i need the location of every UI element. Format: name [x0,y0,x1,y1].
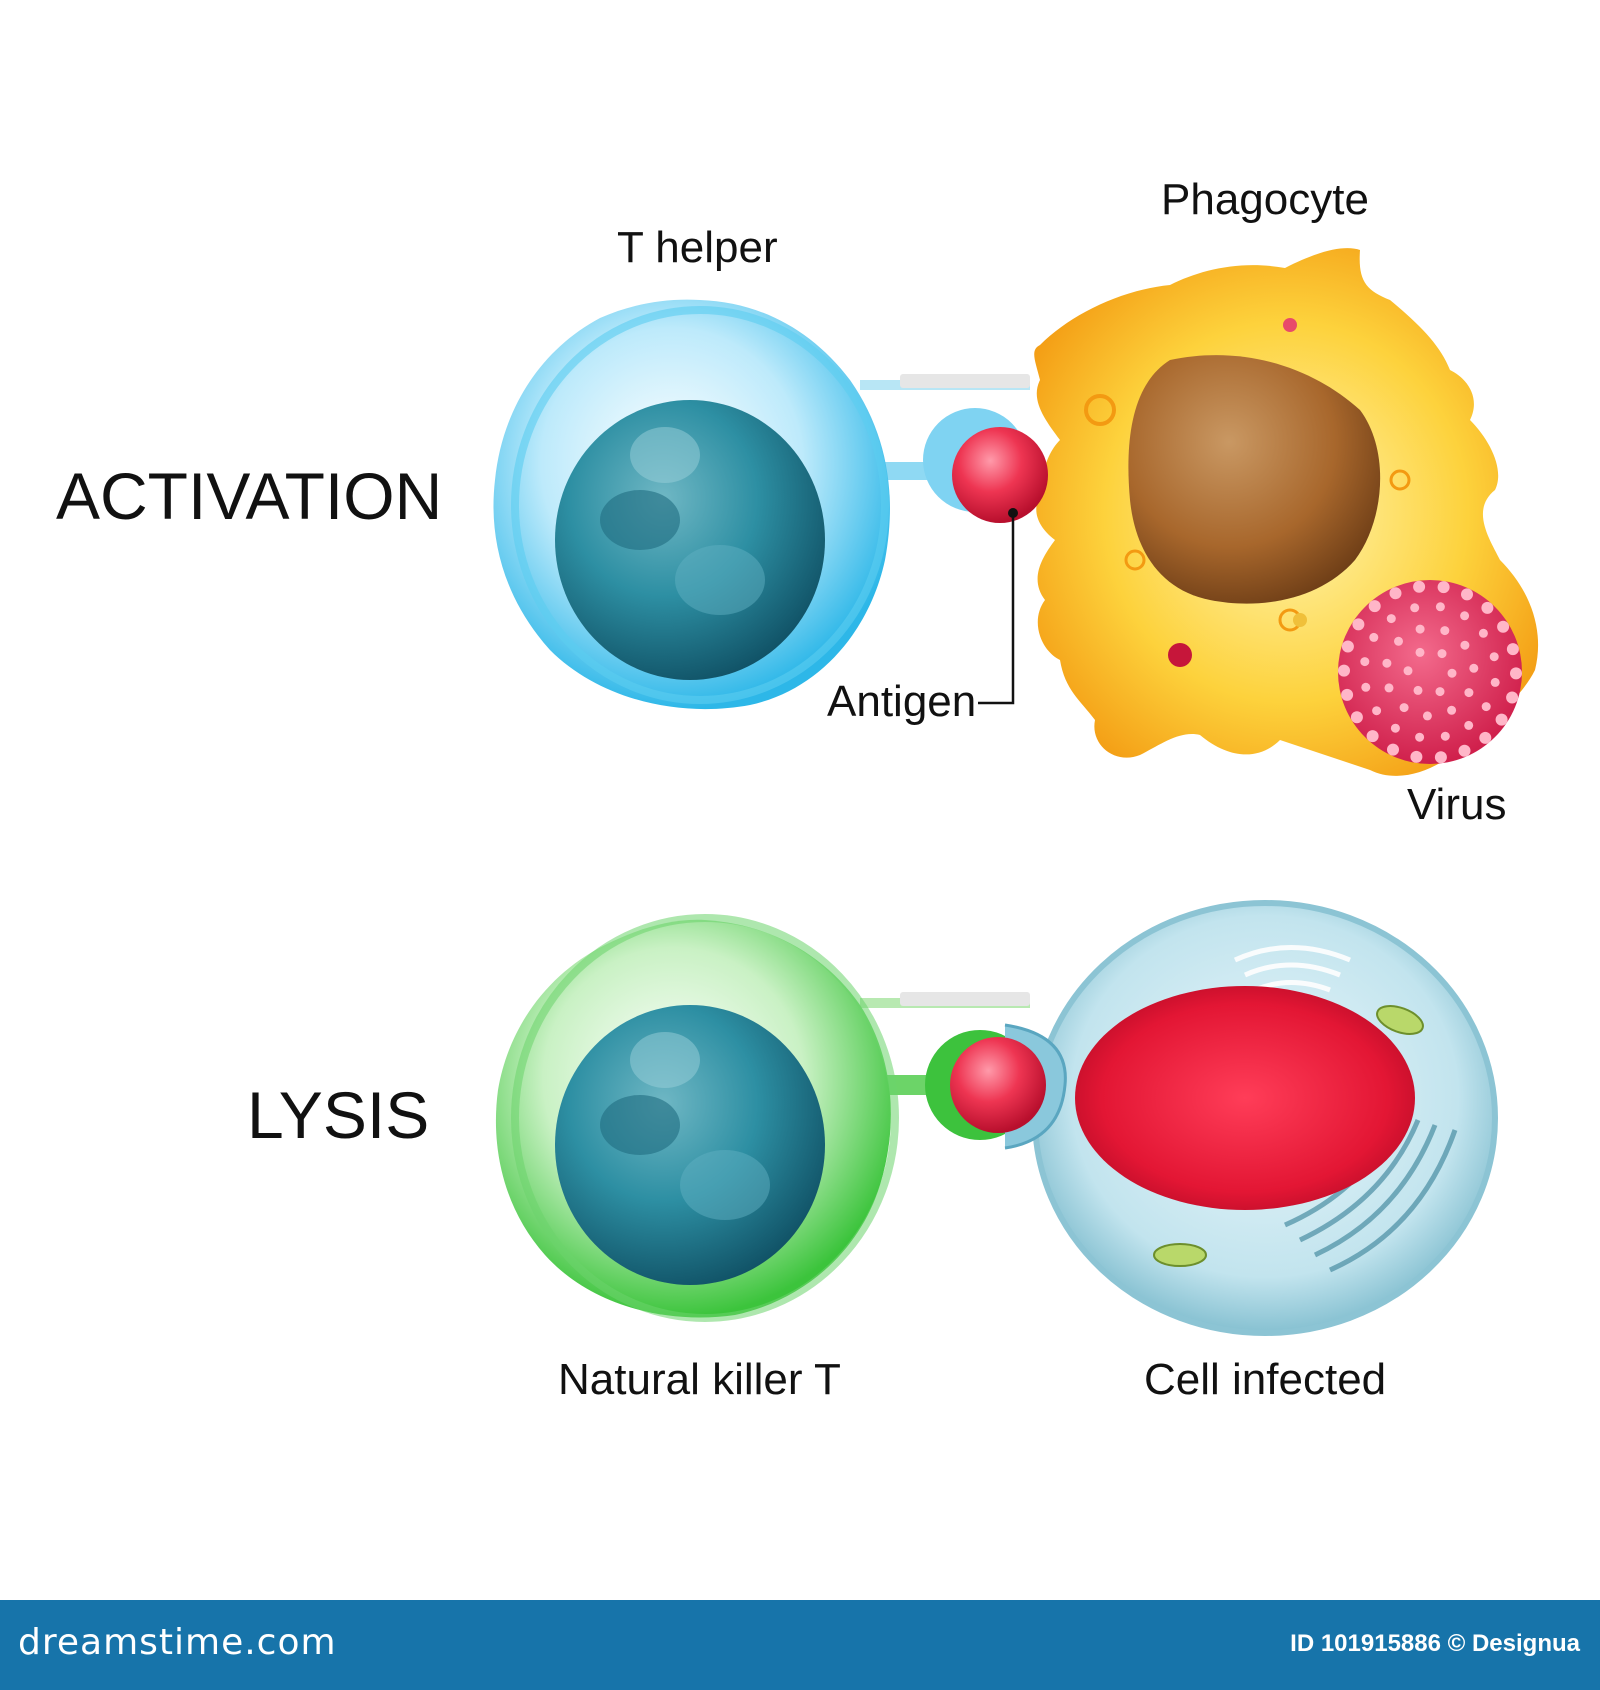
virus-spike [1341,640,1354,653]
virus-spike [1460,611,1470,621]
virus-spike [1479,731,1492,744]
antigen-leader-line [978,508,1018,705]
virus-spike [1369,632,1379,642]
virus-spike [1464,720,1474,730]
label-cell-infected: Cell infected [1144,1355,1387,1404]
phagocyte-nucleus [1128,355,1381,604]
virus-spike [1394,636,1403,646]
footer-brand: dreamstime.com [18,1622,337,1663]
virus-spike [1389,587,1402,600]
virus-spike [1440,626,1450,636]
section-activation: ACTIVATION [56,459,443,533]
virus-spike [1481,601,1494,614]
t-helper-nucleus [555,400,825,680]
virus-spike [1390,723,1400,733]
virus-spike [1341,688,1354,701]
virus-spike [1410,603,1420,613]
virus-spike [1461,588,1473,601]
virus-spike [1386,614,1396,624]
virus-spike [1464,688,1474,698]
virus-spike [1437,581,1450,594]
virus-spike [1510,667,1522,680]
virus-spike [1437,649,1447,659]
virus-spike [1384,683,1394,693]
antigen-lysis [925,1023,1067,1150]
virus-spike [1435,687,1445,697]
label-virus: Virus [1407,780,1507,829]
virus-spike [1447,668,1457,678]
virus-spike [1422,711,1432,721]
virus-spike [1415,732,1425,742]
antigen-activation [923,408,1048,523]
virus-spike [1458,744,1471,757]
virus-spike [1350,711,1363,724]
virus-spike [1506,691,1519,704]
natural-killer-t-nucleus [555,1005,825,1285]
infected-cell-nucleus [1075,986,1415,1210]
virus-spike [1440,731,1450,741]
label-natural-killer-t: Natural killer T [558,1355,841,1404]
footer-bar: dreamstime.com ID 101915886 © Designua [0,1600,1600,1690]
virus-spike [1413,580,1426,593]
virus-spike [1490,677,1500,687]
virus-spike [1460,640,1470,650]
virus-spike [1399,703,1409,713]
virus-spike [1368,600,1381,613]
virus-spike [1352,618,1365,631]
virus-spike [1415,624,1425,634]
section-lysis: LYSIS [247,1078,430,1152]
virus-spike [1447,705,1457,715]
virus-spike [1338,664,1350,677]
virus-spike [1495,713,1508,726]
label-t-helper: T helper [617,223,778,272]
virus-spike [1497,620,1510,633]
virus-spike [1506,643,1519,656]
virus-spike [1410,750,1423,763]
virus-spike [1415,647,1425,657]
virus-spike [1360,657,1370,667]
virus-spike [1403,666,1413,676]
virus-spike [1478,628,1488,638]
footer-credit: ID 101915886 © Designua [1290,1630,1580,1657]
virus-spike [1387,743,1399,756]
label-antigen: Antigen [827,677,977,726]
virus-spike [1382,658,1392,668]
virus-spike [1469,663,1479,673]
virus-spike [1413,685,1423,695]
virus-spike [1489,652,1499,662]
label-phagocyte: Phagocyte [1161,175,1369,224]
virus-spike [1372,706,1382,716]
virus-spike [1366,730,1379,743]
virus-spike [1434,751,1447,764]
virus [1338,580,1522,764]
virus-spike [1481,702,1491,712]
virus-spike [1361,682,1371,692]
virus-spike [1435,602,1445,612]
